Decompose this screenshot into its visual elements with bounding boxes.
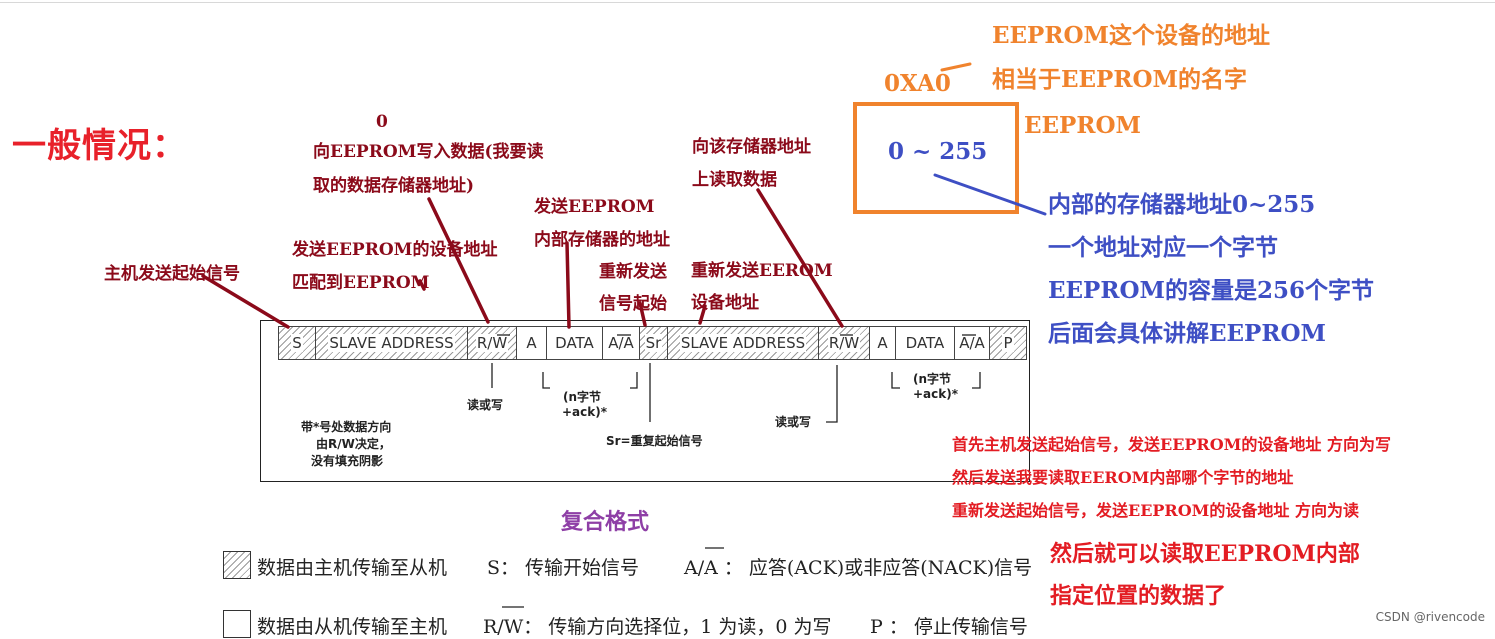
- arrow-resend-dev: [698, 304, 707, 325]
- legend-start-signal: S： 传输开始信号: [487, 557, 640, 579]
- frame-cell-rw: R/W: [467, 326, 517, 360]
- red-conclusion-2: 指定位置的数据了: [1050, 583, 1227, 609]
- device-address-hex: 0XA0: [884, 70, 951, 97]
- restart-label-2: 信号起始: [599, 294, 667, 314]
- restart-label-1: 重新发送: [599, 262, 667, 282]
- blue-note-4: 后面会具体讲解EEPROM: [1048, 320, 1326, 347]
- csdn-watermark: CSDN @rivencode: [1375, 610, 1485, 624]
- frame-note-3: 没有填充阴影: [311, 454, 384, 468]
- frame-cell-rw-2: R/W: [818, 326, 870, 360]
- n-bytes-label-2b: +ack)*: [913, 387, 959, 401]
- send-internal-label-1: 发送EEPROM: [534, 197, 655, 217]
- orange-dash: [940, 62, 972, 72]
- red-conclusion-1: 然后就可以读取EEPROM内部: [1050, 541, 1360, 567]
- legend-hatched-box: [223, 551, 251, 579]
- page-title: 一般情况：: [12, 126, 187, 166]
- blue-note-1: 内部的存储器地址0~255: [1048, 191, 1316, 218]
- read-addr-label-1: 向该存储器地址: [692, 137, 811, 157]
- rw-zero-label: 0: [376, 112, 388, 132]
- write-eeprom-label-2: 取的数据存储器地址): [313, 176, 475, 196]
- frame-note-2: 由R/W决定，: [316, 437, 391, 451]
- device-address-title: EEPROM这个设备的地址: [992, 22, 1270, 49]
- n-bytes-label-1b: +ack)*: [562, 405, 608, 419]
- resend-dev-label-1: 重新发送EEROM: [691, 261, 833, 281]
- arrow-master-start: [201, 274, 290, 329]
- blue-note-2: 一个地址对应一个字节: [1048, 234, 1278, 261]
- tick-send-dev: [418, 279, 426, 291]
- arrow-rw-write: [427, 197, 490, 324]
- bracket-right-1: [630, 372, 638, 389]
- frame-cell-slave-address: SLAVE ADDRESS: [315, 326, 468, 360]
- frame-note-1: 带*号处数据方向: [301, 420, 392, 434]
- i2c-frame-row: S SLAVE ADDRESS R/W A DATA A/A Sr SLAVE …: [278, 326, 1027, 362]
- resend-dev-label-2: 设备地址: [691, 293, 759, 313]
- n-bytes-label-1a: (n字节: [563, 390, 602, 404]
- rw-tick-2: [826, 365, 838, 423]
- read-addr-label-2: 上读取数据: [692, 170, 777, 190]
- bracket-right-2: [972, 372, 981, 389]
- legend-master-to-slave: 数据由主机传输至从机: [257, 557, 448, 579]
- frame-cell-slave-address-2: SLAVE ADDRESS: [667, 326, 819, 360]
- frame-cell-stop: P: [989, 326, 1027, 360]
- eeprom-box: [853, 102, 1019, 214]
- red-note-3: 重新发送起始信号，发送EEPROM的设备地址 方向为读: [952, 501, 1359, 520]
- write-eeprom-label-1: 向EEPROM写入数据(我要读: [313, 142, 544, 162]
- read-write-label-1: 读或写: [467, 398, 504, 412]
- red-note-1: 首先主机发送起始信号，发送EEPROM的设备地址 方向为写: [952, 435, 1391, 454]
- bracket-left-2: [891, 372, 900, 389]
- repeated-start-note: Sr=重复起始信号: [606, 434, 703, 448]
- bracket-left-1: [542, 372, 550, 389]
- arrow-restart: [638, 301, 647, 327]
- legend-ack-nack: A/A ： 应答(ACK)或非应答(NACK)信号: [684, 557, 1033, 579]
- top-divider: [0, 2, 1495, 3]
- arrow-internal-address: [565, 241, 571, 329]
- frame-cell-repeated-start: Sr: [639, 326, 668, 360]
- blue-note-3: EEPROM的容量是256个字节: [1048, 277, 1374, 304]
- read-write-label-2: 读或写: [775, 415, 812, 429]
- send-dev-label-2: 匹配到EEPROM: [292, 273, 430, 293]
- send-dev-label-1: 发送EEPROM的设备地址: [292, 240, 498, 260]
- arrow-internal-memory: [933, 173, 1047, 216]
- diagram-caption: 复合格式: [561, 509, 650, 535]
- frame-cell-start: S: [278, 326, 316, 360]
- n-bytes-label-2a: (n字节: [913, 372, 952, 386]
- arrow-read-data: [756, 188, 844, 328]
- red-note-2: 然后发送我要读取EEROM内部哪个字节的地址: [952, 468, 1294, 487]
- device-address-name: 相当于EEPROM的名字: [992, 66, 1247, 93]
- address-range: 0 ~ 255: [888, 138, 988, 165]
- eeprom-label: EEPROM: [1024, 112, 1141, 139]
